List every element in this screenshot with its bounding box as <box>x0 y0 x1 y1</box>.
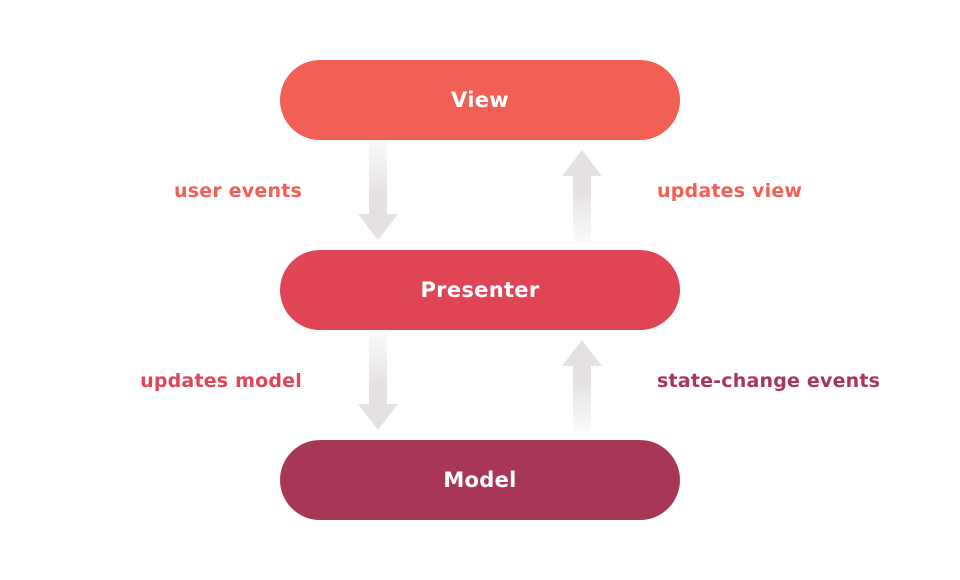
arrow-presenter-to-view <box>562 150 602 242</box>
edge-label-text: state-change events <box>657 370 881 392</box>
model-node-label: Model <box>443 468 517 492</box>
arrow-down-shape <box>358 332 398 430</box>
arrow-presenter-to-model <box>358 332 398 430</box>
arrow-model-to-presenter <box>562 340 602 432</box>
arrow-down-shape <box>358 140 398 240</box>
arrow-up-shape <box>562 150 602 242</box>
edge-label-updates-view: updates view <box>657 180 802 202</box>
edge-label-user-events: user events <box>174 180 302 202</box>
view-node-label: View <box>451 88 509 112</box>
model-node: Model <box>280 440 680 520</box>
edge-label-text: updates view <box>657 180 803 202</box>
presenter-node: Presenter <box>280 250 680 330</box>
edge-label-text: updates model <box>140 370 302 392</box>
edge-label-text: user events <box>174 180 302 202</box>
edge-label-updates-model: updates model <box>140 370 302 392</box>
edge-label-state-change-events: state-change events <box>657 370 880 392</box>
arrow-up-shape <box>562 340 602 432</box>
arrow-view-to-presenter <box>358 140 398 240</box>
presenter-node-label: Presenter <box>420 278 540 302</box>
view-node: View <box>280 60 680 140</box>
